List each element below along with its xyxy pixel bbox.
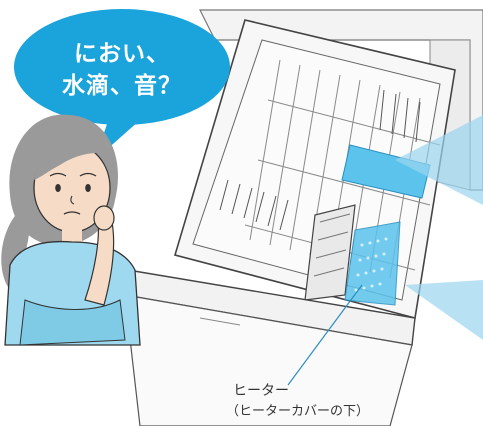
heater-cover-highlight <box>344 221 401 306</box>
callout-beams <box>395 115 483 340</box>
heater-pointer-line <box>287 284 363 386</box>
cutlery-basket <box>304 204 356 301</box>
dishwasher-door <box>124 269 416 426</box>
worried-woman-illustration <box>1 114 141 346</box>
speech-bubble-line-2: 水滴、音？ <box>62 73 182 99</box>
heater-label: ヒーター <box>233 383 289 399</box>
heater-sublabel: （ヒーターカバーの下） <box>226 404 370 419</box>
speech-bubble-line-1: におい、 <box>74 41 170 67</box>
